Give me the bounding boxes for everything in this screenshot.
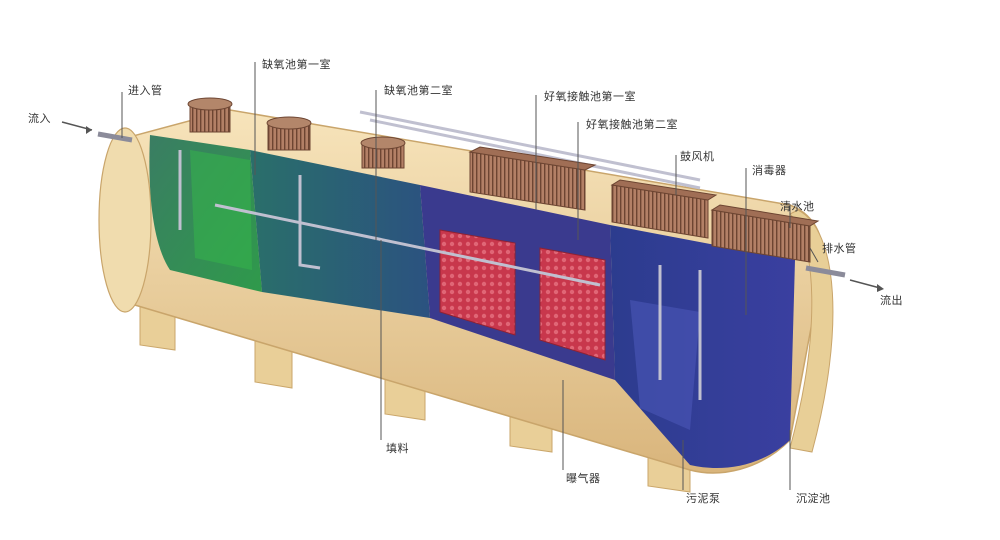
label-clear-water: 清水池: [780, 200, 815, 213]
manhole-covers: [187, 97, 406, 169]
chamber-settling: [610, 225, 795, 469]
label-inflow: 流入: [28, 112, 51, 125]
label-aeration-device: 曝气器: [566, 472, 601, 485]
label-outlet-pipe: 排水管: [822, 242, 857, 255]
label-blower: 鼓风机: [680, 150, 715, 163]
internal-pipes: [178, 110, 702, 400]
chamber-anoxic-1: [149, 135, 262, 292]
label-anoxic-1: 缺氧池第一室: [262, 58, 331, 71]
inlet-pipe: [61, 121, 133, 143]
label-outflow: 流出: [880, 294, 903, 307]
label-aerobic-2: 好氧接触池第二室: [586, 118, 678, 131]
grate-boxes: [468, 146, 820, 263]
label-aerobic-1: 好氧接触池第一室: [544, 90, 636, 103]
label-disinfection: 消毒器: [752, 164, 787, 177]
chamber-anoxic-2: [250, 150, 430, 318]
label-filler: 填料: [386, 442, 409, 455]
label-inlet-pipe: 进入管: [128, 84, 163, 97]
leader-lines: [121, 62, 819, 490]
label-settling: 沉淀池: [796, 492, 831, 505]
label-sludge-pump: 污泥泵: [686, 492, 721, 505]
outlet-pipe: [805, 265, 884, 292]
label-anoxic-2: 缺氧池第二室: [384, 84, 453, 97]
